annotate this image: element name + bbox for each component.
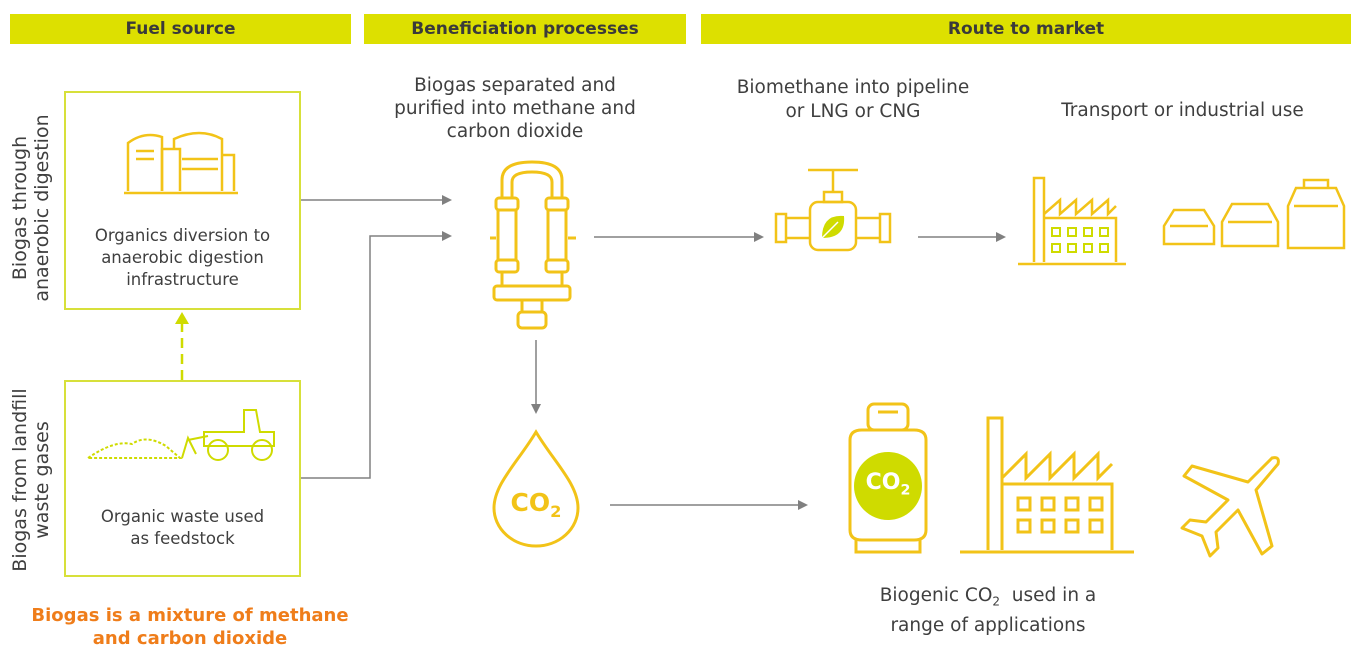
separator-unit-icon (490, 160, 576, 330)
biogenic-description: Biogenic CO2 used in a range of applicat… (846, 584, 1130, 637)
airplane-icon (1180, 456, 1280, 558)
anaerobic-box-line3: infrastructure (126, 270, 239, 289)
bulldozer-icon (84, 409, 275, 461)
footnote-line2: and carbon dioxide (92, 628, 288, 649)
co2-drop-label: CO2 (510, 488, 562, 521)
header-route-to-market: Route to market (701, 14, 1351, 44)
landfill-box-line1: Organic waste used (100, 507, 265, 526)
digester-tanks-icon (124, 131, 238, 195)
co2-tank-label: CO2 (865, 470, 911, 499)
footnote-line1: Biogas is a mixture of methane (31, 605, 349, 626)
factory-large-icon (960, 416, 1134, 554)
landfill-box: Organic waste used as feedstock (64, 380, 301, 577)
transport-description: Transport or industrial use (1061, 100, 1304, 121)
process-line1: Biogas separated and (414, 75, 616, 96)
process-description: Biogas separated and purified into metha… (370, 74, 660, 143)
process-line3: carbon dioxide (446, 121, 584, 142)
footnote: Biogas is a mixture of methane and carbo… (10, 604, 370, 650)
anaerobic-digestion-box: Organics diversion to anaerobic digestio… (64, 91, 301, 310)
anaerobic-box-line2: anaerobic digestion (101, 248, 264, 267)
header-fuel-source: Fuel source (10, 14, 351, 44)
anaerobic-box-line1: Organics diversion to (94, 226, 271, 245)
pipeline-valve-icon (774, 168, 892, 252)
biogenic-line1: Biogenic CO2 used in a (879, 585, 1097, 609)
co2-drop-icon (492, 429, 580, 548)
cars-icon (1162, 178, 1346, 250)
pipeline-line1: Biomethane into pipeline (736, 77, 970, 98)
pipeline-line2: or LNG or CNG (785, 101, 921, 122)
landfill-box-line2: as feedstock (130, 529, 235, 548)
biogenic-line2: range of applications (890, 614, 1086, 636)
dashed-up-arrow (175, 312, 189, 380)
header-beneficiation: Beneficiation processes (364, 14, 686, 44)
co2-tank-icon (848, 402, 928, 554)
factory-icon (1018, 176, 1126, 266)
pipeline-description: Biomethane into pipeline or LNG or CNG (708, 76, 998, 124)
process-line2: purified into methane and (394, 98, 636, 119)
